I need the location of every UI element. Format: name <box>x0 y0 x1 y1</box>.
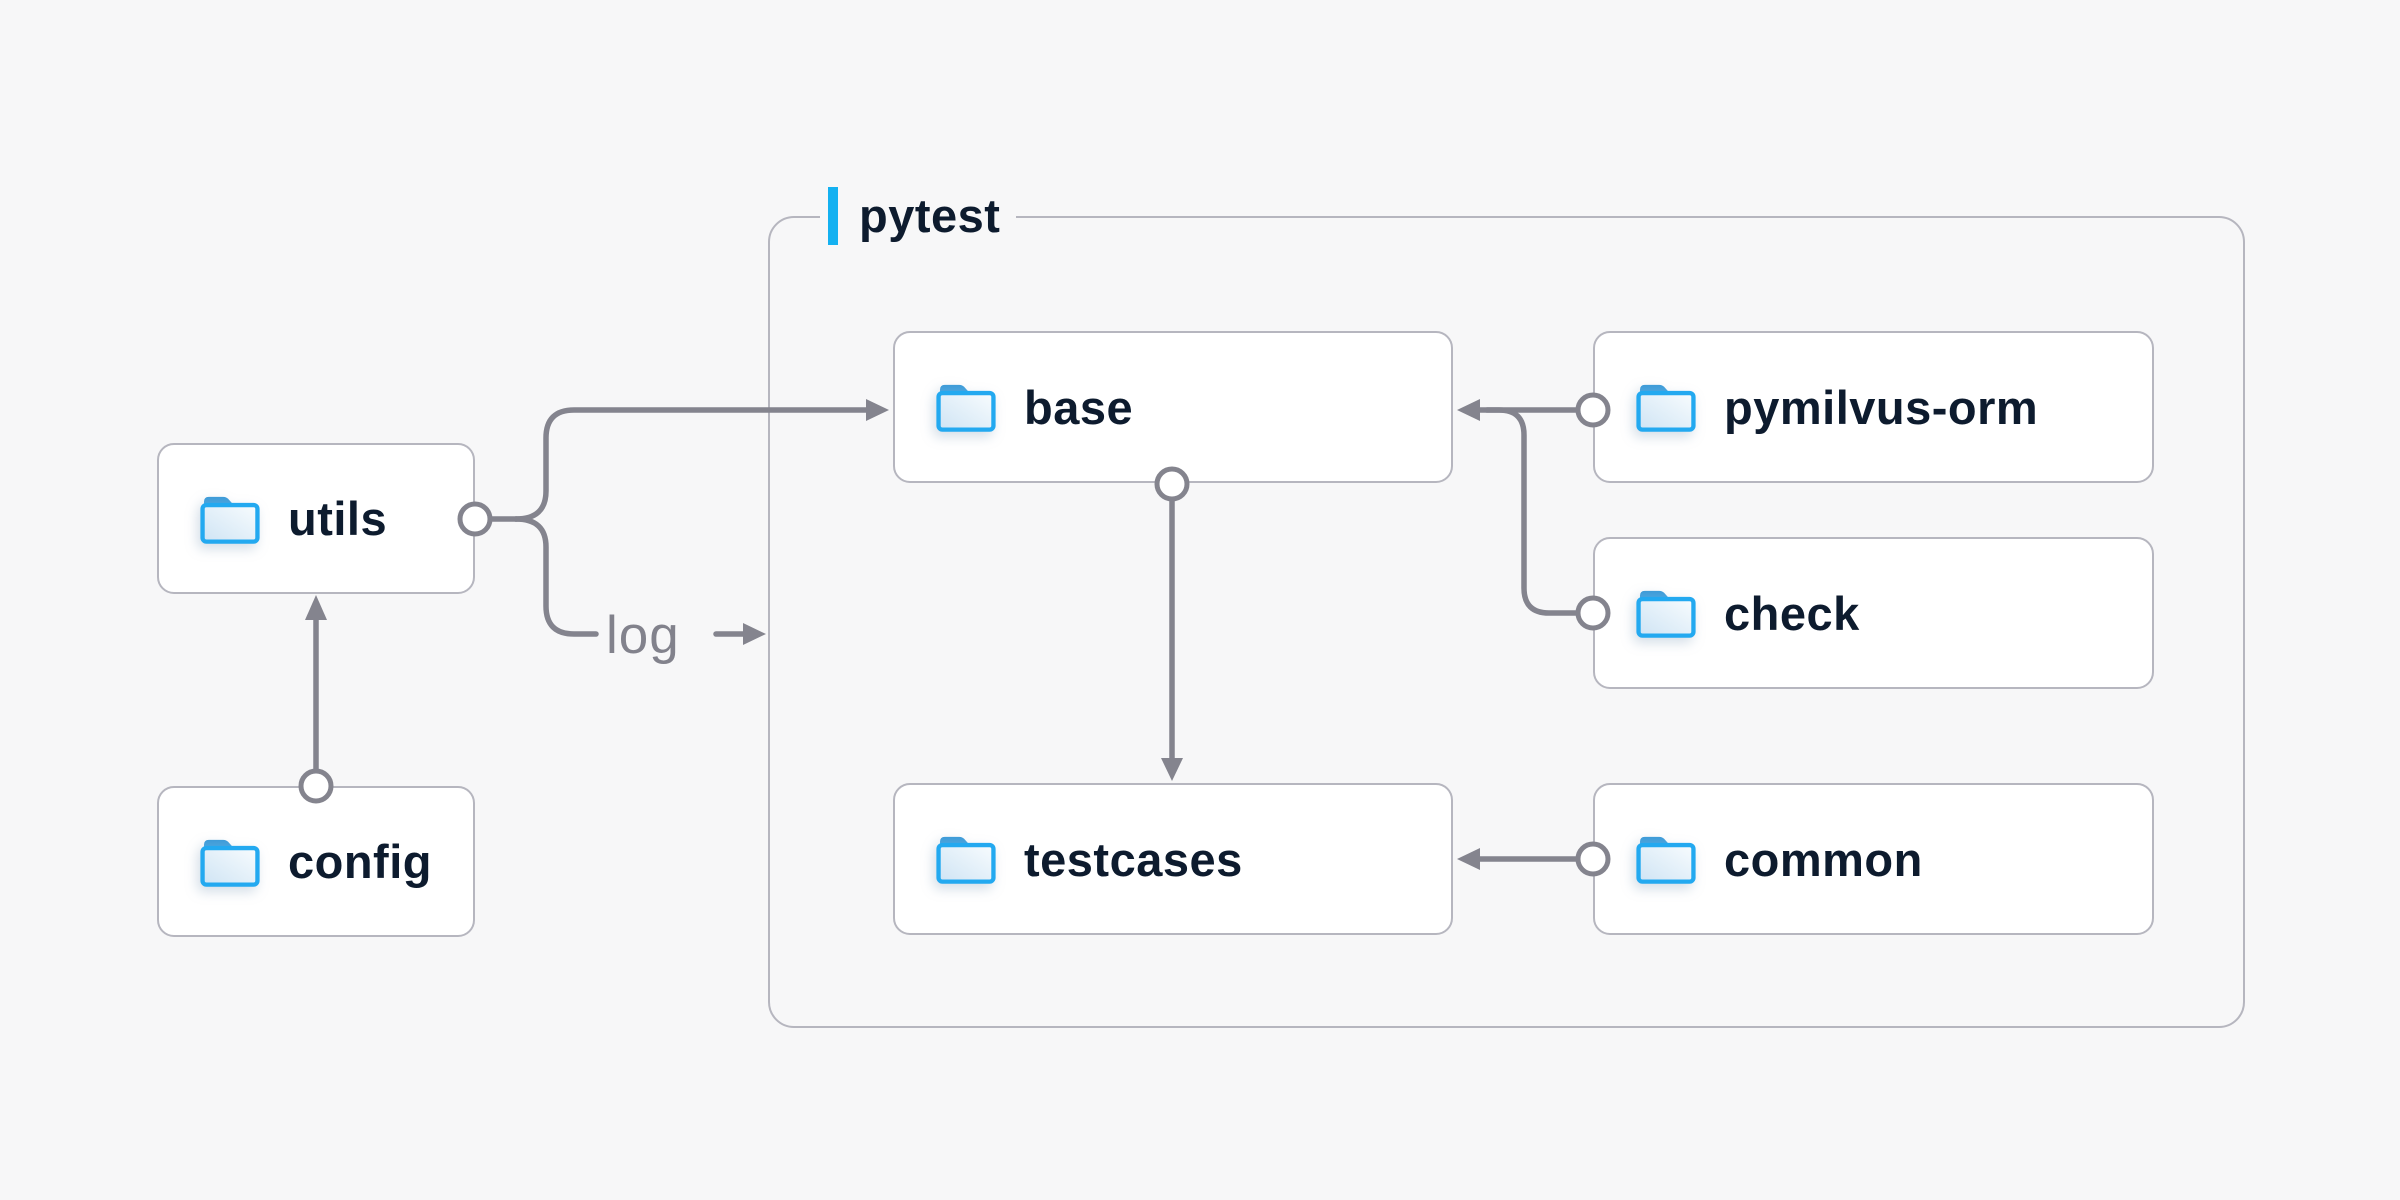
arrowhead <box>305 595 327 620</box>
node-label: check <box>1724 586 1860 640</box>
node-base: base <box>893 331 1453 483</box>
folder-icon <box>200 839 260 887</box>
node-testcases: testcases <box>893 783 1453 935</box>
node-pymilvus-orm: pymilvus-orm <box>1593 331 2154 483</box>
folder-icon <box>936 836 996 884</box>
node-label: utils <box>288 492 388 545</box>
node-label: testcases <box>1024 832 1243 886</box>
node-common: common <box>1593 783 2154 935</box>
accent-bar <box>828 187 838 245</box>
edge-label-log: log <box>606 606 680 665</box>
arrowhead <box>743 623 766 645</box>
pytest-group-label: pytest <box>820 186 1017 246</box>
node-label: base <box>1024 380 1134 434</box>
folder-icon <box>1636 836 1696 884</box>
folder-icon <box>1636 384 1696 432</box>
folder-icon <box>1636 590 1696 638</box>
node-config: config <box>157 786 475 937</box>
folder-icon <box>936 384 996 432</box>
folder-icon <box>200 496 260 544</box>
node-check: check <box>1593 537 2154 689</box>
node-utils: utils <box>157 443 475 594</box>
node-label: config <box>288 835 432 888</box>
pytest-group <box>768 216 2245 1028</box>
edge-utils-log <box>513 516 599 637</box>
node-label: pymilvus-orm <box>1724 380 2039 434</box>
group-label-text: pytest <box>859 189 1001 242</box>
node-label: common <box>1724 832 1923 886</box>
